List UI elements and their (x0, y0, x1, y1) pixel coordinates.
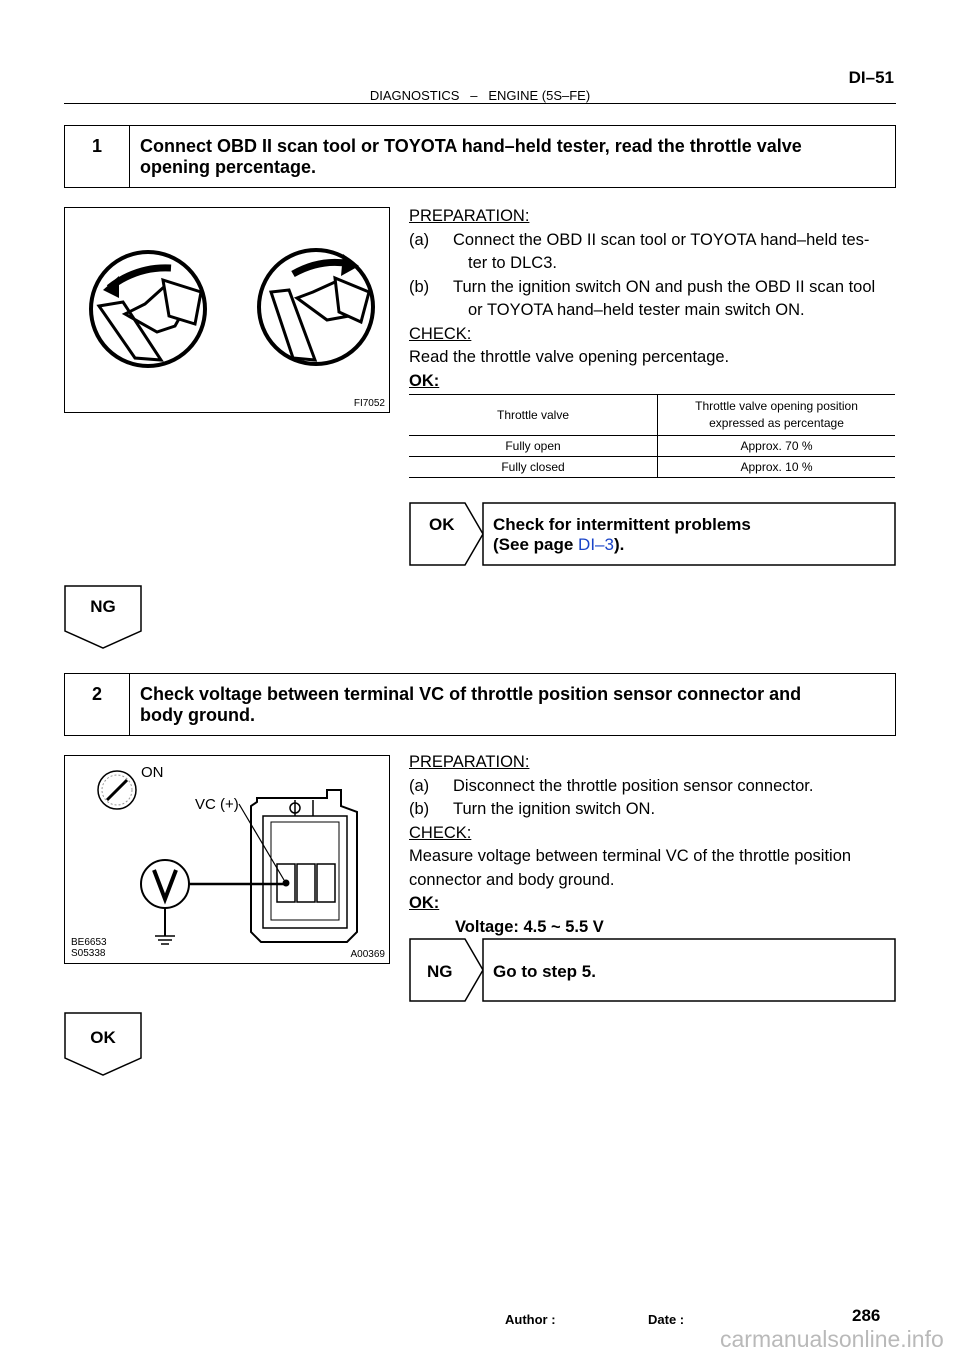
prep-item-a: (a) Connect the OBD II scan tool or TOYO… (409, 229, 897, 253)
ok-branch: OK Check for intermittent problems (See … (409, 502, 896, 566)
page-number: 286 (852, 1306, 881, 1325)
ng-flow-arrow: NG (64, 585, 142, 649)
running-header: DIAGNOSTICS – ENGINE (5S–FE) (330, 88, 630, 103)
table-header-position: Throttle valve opening position expresse… (657, 394, 895, 436)
ok-heading: OK: (409, 371, 440, 390)
step-2-title: Check voltage between terminal VC of thr… (130, 674, 895, 735)
check-heading: CHECK: (409, 823, 472, 842)
ok-branch-line1: Check for intermittent problems (493, 515, 751, 534)
page-link-di3[interactable]: DI–3 (578, 535, 614, 554)
check-text: Read the throttle valve opening percenta… (409, 348, 730, 366)
see-page-prefix: (See page (493, 535, 579, 554)
table-cell-value: Approx. 70 % (657, 435, 895, 457)
ok-branch-line2: (See page DI–3). (493, 535, 751, 555)
ok-branch-text: Check for intermittent problems (See pag… (493, 515, 751, 555)
table-row: Fully closed Approx. 10 % (409, 456, 895, 478)
ng-flow-label: NG (90, 597, 116, 616)
ng-flow-shape (64, 585, 142, 649)
step-2-header: 2 Check voltage between terminal VC of t… (64, 673, 896, 736)
prep-b-text: Turn the ignition switch ON. (453, 800, 656, 818)
prep-b-marker: (b) (409, 277, 430, 296)
author-label: Author : (505, 1312, 556, 1327)
figure-code: FI7052 (353, 398, 385, 409)
prep-a-marker: (a) (409, 230, 430, 249)
figure-code-left-1: BE6653 (71, 937, 107, 948)
step-2-title-line2: body ground. (140, 705, 255, 725)
vc-leader-line (238, 803, 285, 881)
figure-code-left-2: S05338 (71, 948, 106, 959)
preparation-heading: PREPARATION: (409, 207, 530, 225)
connector-voltage-figure: ON VC (+) BE6653 S05338 A00369 (64, 755, 390, 964)
ok-flow-shape (64, 1012, 142, 1076)
table-header-row: Throttle valve Throttle valve opening po… (409, 394, 895, 436)
prep-b-line2: or TOYOTA hand–held tester main switch O… (468, 301, 805, 319)
watermark-text: carmanualsonline.info (720, 1326, 944, 1352)
table-cell-valve: Fully closed (409, 456, 658, 478)
table-header-position-line1: Throttle valve opening position (695, 399, 858, 413)
step-1-number: 1 (65, 126, 130, 187)
check-heading: CHECK: (409, 324, 472, 343)
step-1-instructions: PREPARATION: (a) Connect the OBD II scan… (409, 205, 897, 393)
throttle-spec-table: Throttle valve Throttle valve opening po… (409, 394, 895, 478)
ng-branch: NG Go to step 5. (409, 938, 896, 1002)
ng-branch-label: NG (427, 962, 453, 981)
date-label: Date : (648, 1312, 685, 1327)
prep-a-line2: ter to DLC3. (468, 254, 557, 272)
prep-a-line1: Connect the OBD II scan tool or TOYOTA h… (453, 230, 870, 249)
throttle-pedal-figure: FI7052 (64, 207, 390, 413)
ng-branch-frame (409, 938, 896, 1002)
ignition-key-icon (97, 770, 137, 810)
figure-code-right: A00369 (350, 949, 385, 960)
throttle-pedal-illustration (89, 248, 375, 368)
ng-branch-text: Go to step 5. (493, 962, 596, 981)
header-rule (64, 103, 896, 104)
connector-voltmeter-illustration (97, 770, 358, 945)
step-1-title-line1: Connect OBD II scan tool or TOYOTA hand–… (140, 136, 802, 156)
preparation-heading: PREPARATION: (409, 753, 530, 771)
prep-b-line1: Turn the ignition switch ON and push the… (453, 277, 876, 296)
table-header-valve: Throttle valve (409, 394, 658, 436)
prep-b-marker: (b) (409, 800, 430, 818)
ok-flow-label: OK (90, 1028, 116, 1047)
step-1-title: Connect OBD II scan tool or TOYOTA hand–… (130, 126, 895, 187)
ok-branch-frame (409, 502, 896, 566)
prep-item-b: (b) Turn the ignition switch ON and push… (409, 276, 897, 300)
ok-flow-arrow: OK (64, 1012, 142, 1076)
voltmeter-icon (140, 859, 286, 945)
check-line1: Measure voltage between terminal VC of t… (409, 847, 852, 865)
table-cell-valve: Fully open (409, 435, 658, 457)
step-1-title-line2: opening percentage. (140, 157, 317, 177)
ok-branch-label: OK (429, 515, 455, 534)
step-2-instructions: PREPARATION: (a) Disconnect the throttle… (409, 751, 897, 939)
ok-heading: OK: (409, 894, 440, 912)
prep-item-a: (a) Disconnect the throttle position sen… (409, 775, 897, 799)
vc-terminal-label: VC (+) (195, 796, 239, 813)
table-row: Fully open Approx. 70 % (409, 435, 895, 457)
step-1-header: 1 Connect OBD II scan tool or TOYOTA han… (64, 125, 896, 188)
connector-icon (250, 789, 358, 943)
table-cell-value: Approx. 10 % (657, 456, 895, 478)
prep-a-marker: (a) (409, 776, 430, 795)
step-2-title-line1: Check voltage between terminal VC of thr… (140, 684, 802, 704)
header-subsection: ENGINE (5S–FE) (488, 88, 591, 103)
header-dash: – (470, 88, 478, 103)
see-page-suffix: ). (613, 535, 625, 554)
page-reference: DI–51 (848, 68, 894, 87)
step-2-number: 2 (65, 674, 130, 735)
header-section: DIAGNOSTICS (369, 88, 460, 103)
prep-a-text: Disconnect the throttle position sensor … (453, 776, 814, 795)
table-header-position-line2: expressed as percentage (709, 416, 844, 430)
check-line2: connector and body ground. (409, 870, 615, 889)
ignition-on-label: ON (141, 764, 164, 781)
voltage-spec: Voltage: 4.5 ~ 5.5 V (455, 917, 604, 936)
prep-item-b: (b) Turn the ignition switch ON. (409, 798, 897, 822)
